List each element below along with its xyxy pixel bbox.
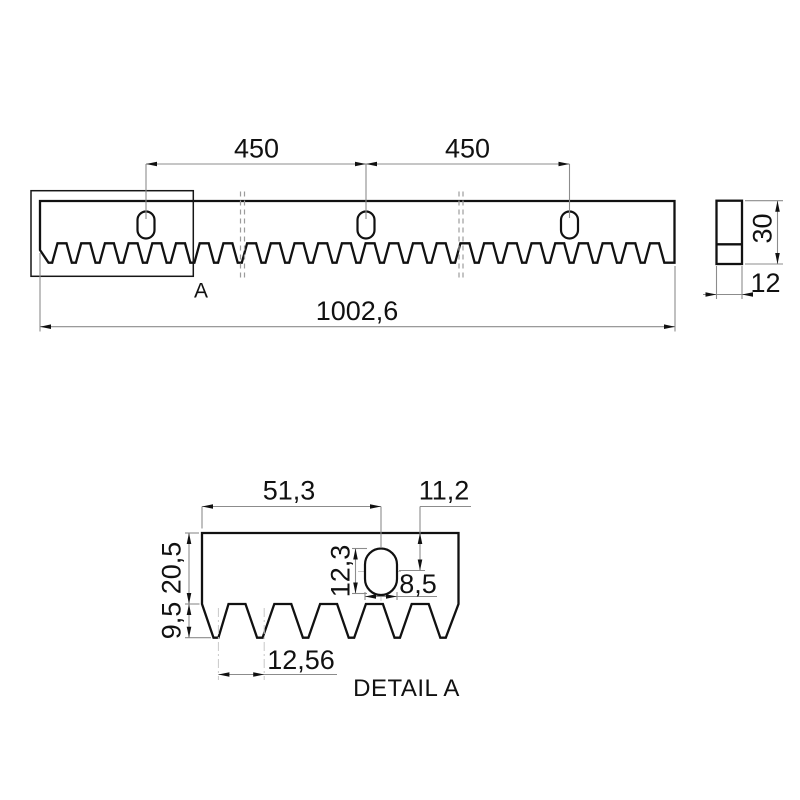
dim-thickness-label: 12: [750, 268, 780, 298]
detail-mounting-slot: [363, 547, 399, 597]
dim-tooth-pitch-label: 12,56: [267, 645, 335, 675]
dim-tooth-height-label: 9,5: [157, 602, 187, 640]
detail-marker-label: A: [194, 280, 208, 303]
dim-span1-label: 450: [234, 134, 279, 164]
detail-view: [200, 531, 460, 639]
detail-callout-box: [30, 189, 195, 278]
dim-slot-width-label: 8,5: [399, 569, 437, 599]
dim-slot-length-label: 12,3: [326, 545, 356, 598]
detail-view-title: DETAIL A: [353, 675, 460, 702]
main-view: [30, 189, 676, 282]
dimension-lines: [39, 161, 783, 680]
side-view-section: [715, 199, 744, 266]
dim-total-length-label: 1002,6: [316, 296, 399, 326]
break-lines: [239, 191, 464, 282]
dim-height-label: 30: [748, 213, 778, 243]
dimension-labels: 450 450 1002,6 A 30 12 51,3 11,2 12,3 8,…: [157, 134, 781, 703]
dim-body-height-label: 20,5: [157, 542, 187, 595]
dim-span2-label: 450: [445, 134, 490, 164]
dim-hole-offset-x-label: 51,3: [263, 476, 316, 506]
dim-hole-offset-y-label: 11,2: [419, 476, 470, 506]
side-view: [715, 199, 744, 266]
